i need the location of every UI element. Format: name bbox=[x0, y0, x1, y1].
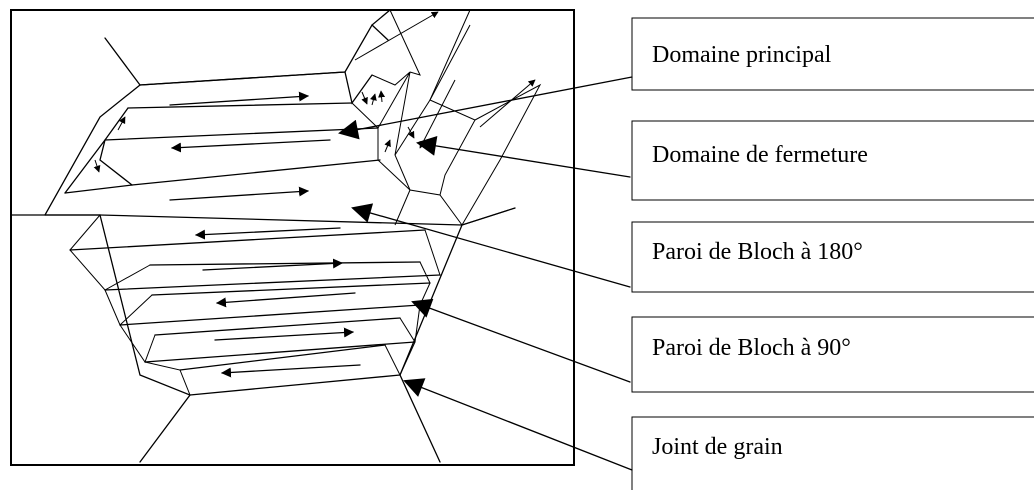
label-main-domain: Domaine principal bbox=[652, 42, 832, 68]
leader-lines bbox=[338, 76, 633, 471]
magnetization-arrows bbox=[169, 91, 361, 378]
label-wall-90: Paroi de Bloch à 90° bbox=[652, 335, 851, 361]
leader-wall-90 bbox=[411, 298, 631, 383]
leader-closure-domain bbox=[416, 135, 631, 178]
label-closure-domain: Domaine de fermeture bbox=[652, 142, 868, 168]
domain-walls-180 bbox=[44, 71, 463, 371]
label-boxes bbox=[631, 17, 1034, 490]
leader-main-domain bbox=[338, 76, 633, 140]
domain-walls-90 bbox=[64, 9, 542, 396]
label-wall-180: Paroi de Bloch à 180° bbox=[652, 239, 863, 265]
label-grain-boundary: Joint de grain bbox=[652, 434, 783, 460]
leader-grain-boundary bbox=[403, 378, 633, 471]
leader-wall-180 bbox=[351, 203, 631, 288]
